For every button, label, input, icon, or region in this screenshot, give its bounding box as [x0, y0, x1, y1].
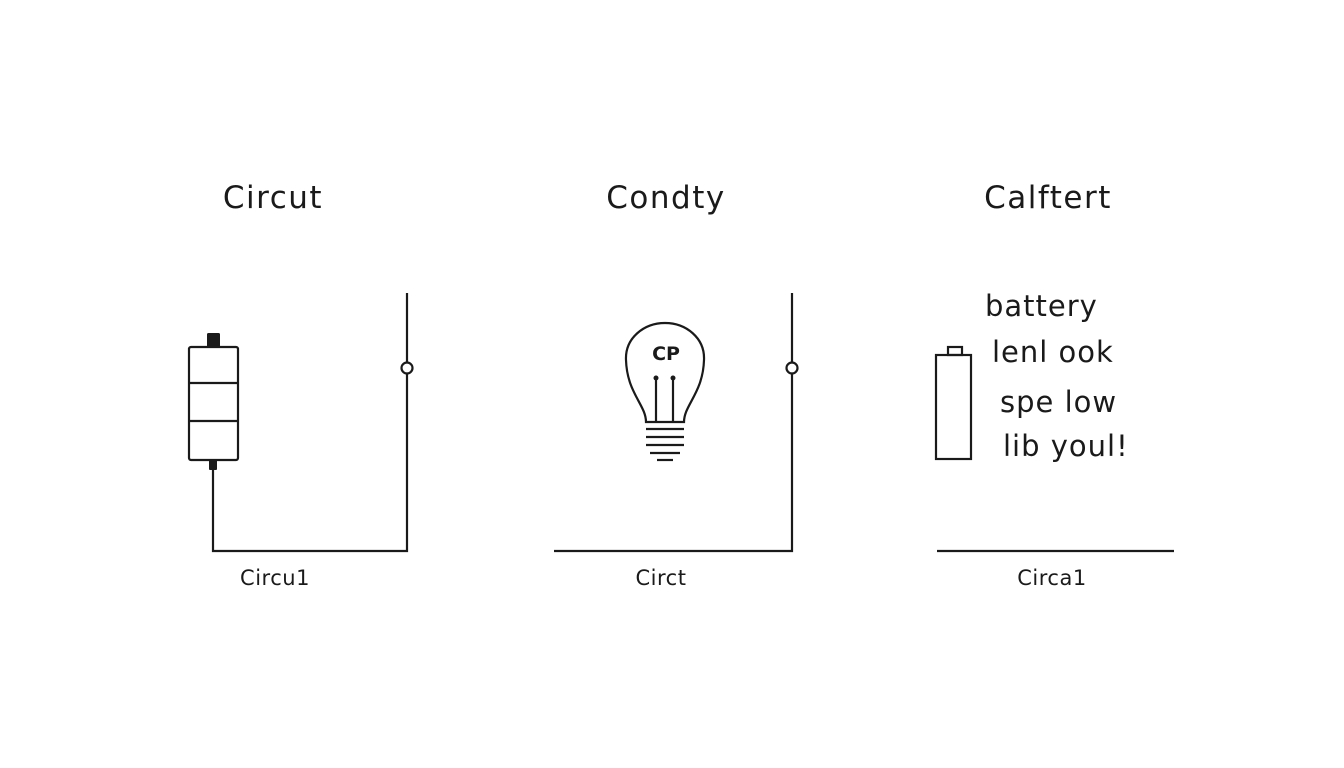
terminal-node-1 — [400, 361, 414, 375]
panel-2: Condty CP Circt — [554, 180, 799, 590]
panel-3: Calftert battery lenl ook spe low lib yo… — [934, 180, 1174, 590]
panel-1-title: Circut — [223, 180, 323, 216]
bulb-label: CP — [652, 343, 680, 365]
note-line-4: lib youl! — [1003, 429, 1129, 463]
note-line-1: battery — [985, 289, 1098, 323]
terminal-node-2 — [785, 361, 799, 375]
panel-1-caption: Circu1 — [240, 566, 310, 590]
battery-icon — [934, 345, 973, 461]
panel-2-title: Condty — [606, 180, 725, 216]
light-bulb-icon: CP — [624, 321, 706, 462]
handwritten-note: battery lenl ook spe low lib youl! — [985, 289, 1129, 463]
panel-1: Circut Circu1 — [187, 180, 414, 590]
note-line-2: lenl ook — [992, 335, 1114, 369]
panel-3-title: Calftert — [984, 180, 1112, 216]
circuit-wire-2 — [554, 293, 794, 553]
circuit-wire-1 — [211, 293, 409, 553]
note-line-3: spe low — [1000, 385, 1117, 419]
battery-cell-icon — [187, 333, 240, 470]
panel-2-caption: Circt — [636, 566, 687, 590]
panel-3-caption: Circa1 — [1017, 566, 1086, 590]
